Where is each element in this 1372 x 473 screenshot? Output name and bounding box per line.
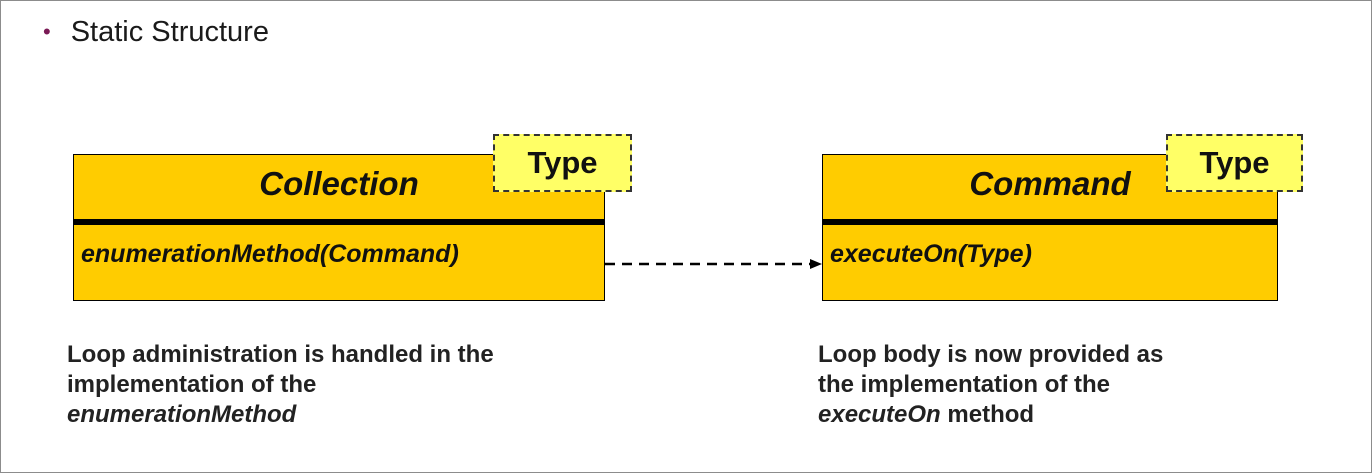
collection-class-separator <box>74 219 604 225</box>
command-type-parameter: Type <box>1166 134 1303 192</box>
left-note: Loop administration is handled in the im… <box>67 340 494 430</box>
heading-text: Static Structure <box>70 16 269 48</box>
collection-class-name: Collection <box>259 165 419 202</box>
collection-method: enumerationMethod(Command) <box>81 240 459 268</box>
right-note-line-1: Loop body is now provided as <box>818 341 1164 368</box>
command-class-separator <box>823 219 1277 225</box>
collection-type-parameter: Type <box>493 134 632 192</box>
command-method: executeOn(Type) <box>830 240 1032 268</box>
heading-bullet: • Static Structure <box>43 16 269 49</box>
right-note-line-2: the implementation of the <box>818 371 1111 398</box>
left-note-line-2: implementation of the <box>67 371 317 398</box>
right-note-line-3-rest: method <box>940 401 1035 428</box>
bullet-icon: • <box>43 18 51 44</box>
right-note: Loop body is now provided as the impleme… <box>818 340 1163 430</box>
right-note-line-3: executeOn method <box>818 400 1163 430</box>
right-note-line-3-italic: executeOn <box>818 401 941 428</box>
left-note-line-1: Loop administration is handled in the <box>67 341 494 368</box>
left-note-line-3: enumerationMethod <box>67 401 297 428</box>
command-class-name: Command <box>969 165 1131 202</box>
collection-class-box: Collection enumerationMethod(Command) <box>73 154 605 301</box>
